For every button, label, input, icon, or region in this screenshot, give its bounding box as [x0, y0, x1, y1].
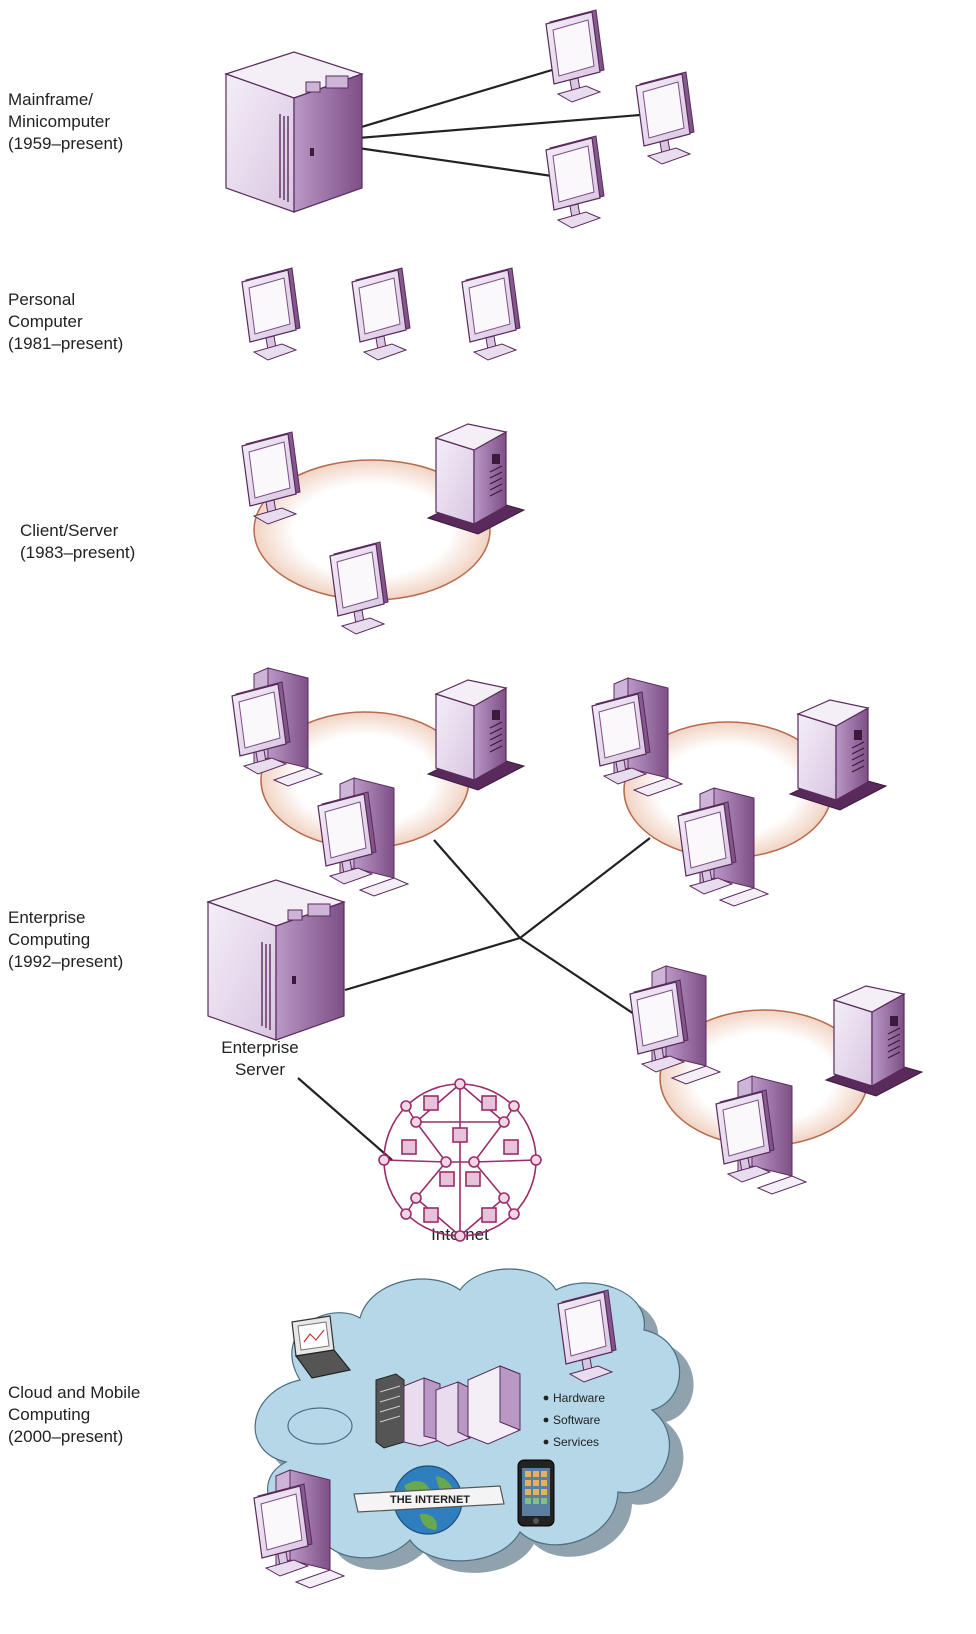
era-label-client-server: Client/Server(1983–present) — [20, 521, 136, 562]
enterprise-network — [207, 668, 923, 1242]
terminal-icon — [635, 71, 695, 165]
terminal-icon — [545, 9, 605, 103]
laptop-icon — [291, 1315, 352, 1379]
cloud-computing: Hardware Software Services THE INTERNET — [254, 1268, 694, 1588]
terminal-icon — [545, 135, 605, 229]
server-icon — [427, 679, 525, 791]
bullet-hardware: Hardware — [553, 1391, 605, 1405]
monitor-icon — [241, 267, 301, 361]
era-label-mainframe: Mainframe/Minicomputer(1959–present) — [8, 90, 124, 153]
svg-text:THE INTERNET: THE INTERNET — [390, 1494, 470, 1506]
smartphone-icon — [517, 1459, 555, 1527]
server-icon — [825, 985, 923, 1097]
internet-mesh-icon — [378, 1078, 542, 1242]
bullet-software: Software — [553, 1413, 601, 1427]
monitor-icon — [461, 267, 521, 361]
personal-computers — [241, 267, 521, 361]
mainframe-icon — [225, 51, 363, 213]
monitor-icon — [351, 267, 411, 361]
server-icon — [427, 423, 525, 535]
enterprise-server-icon — [207, 879, 345, 1041]
bullet-services: Services — [553, 1435, 599, 1449]
server-icon — [789, 699, 887, 811]
cloud-services-list: Hardware Software Services — [543, 1391, 605, 1449]
mainframe-network — [225, 9, 695, 229]
client-server-network — [241, 423, 525, 635]
server-stack-icon — [375, 1365, 521, 1449]
client-icon — [329, 541, 389, 635]
internet-banner: THE INTERNET — [353, 1485, 505, 1513]
